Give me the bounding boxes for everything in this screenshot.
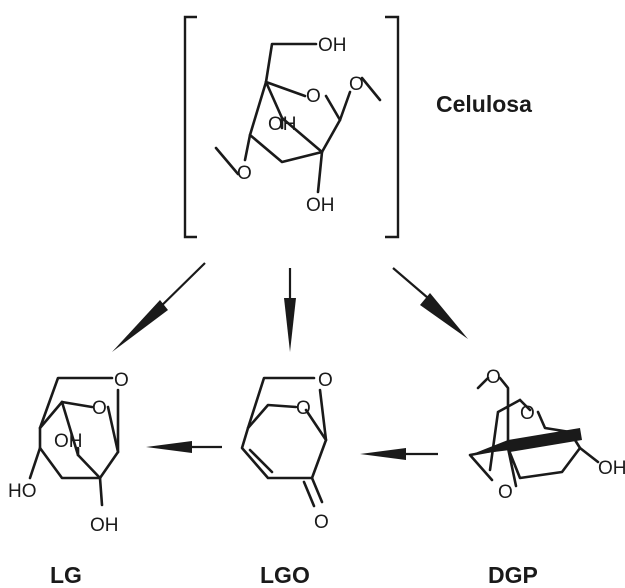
lg-oh3-bond [98, 476, 104, 507]
cellulose-oh-bottom: OH [306, 195, 335, 216]
dgp-wedge-2 [508, 428, 582, 452]
cellulose-ring [248, 80, 342, 164]
lg-ring-bonds [38, 400, 120, 480]
lg-label: LG [50, 562, 82, 588]
cellulose-oh-mid: OH [268, 114, 297, 135]
lgo-ring-bonds [240, 403, 328, 480]
lg-oh-1: OH [54, 431, 83, 452]
dgp-label: DGP [488, 562, 538, 588]
lgo-bridge-o: O [318, 370, 333, 391]
dgp-back-bonds [488, 398, 522, 472]
dgp-oh: OH [598, 458, 625, 479]
arrows-from-cellulose [112, 262, 468, 352]
arrow-to-lgo-head [284, 298, 296, 352]
lg-oh-3: OH [90, 515, 119, 536]
arrow-lgo-to-lg-head [146, 441, 192, 453]
cellulose-o-left-bond [214, 133, 252, 176]
lgo-carbonyl-bond [302, 476, 324, 508]
lg-ring-o: O [92, 398, 107, 419]
arrow-to-dgp-head [420, 293, 468, 339]
lgo-structure: O O O LGO [240, 370, 333, 588]
arrow-dgp-to-lgo [360, 448, 438, 460]
lgo-label: LGO [260, 562, 310, 588]
cellulose-structure: OH O O OH O OH Celulosa [183, 15, 532, 239]
lg-bridge-bonds [38, 376, 120, 454]
arrow-dgp-to-lgo-head [360, 448, 406, 460]
dgp-o-top: O [486, 367, 501, 388]
right-bracket [385, 15, 400, 239]
lgo-ring-o: O [296, 398, 311, 419]
dgp-cage-bonds [468, 376, 582, 488]
lg-oh-2: HO [8, 481, 37, 502]
lg-structure: O O OH HO OH LG [8, 370, 129, 588]
cellulose-glycosidic-bond [338, 76, 382, 122]
cellulose-ring-o: O [306, 86, 321, 107]
dgp-wedge-1 [470, 440, 510, 455]
cellulose-label: Celulosa [436, 91, 532, 117]
lgo-keto-o: O [314, 512, 329, 533]
lgo-double-bond [248, 448, 274, 474]
dgp-structure: O O O OH DGP [468, 367, 625, 588]
cellulose-oh-bottom-bond [316, 150, 324, 194]
arrow-lgo-to-lg [146, 441, 222, 453]
cellulose-oh-top: OH [318, 35, 347, 56]
cellulose-ch2oh-bond [264, 42, 318, 84]
lg-bridge-o: O [114, 370, 129, 391]
lg-oh2-bond [28, 446, 42, 480]
lgo-bridge-bonds [246, 376, 328, 442]
arrow-to-dgp-line [392, 267, 429, 299]
cellulose-glycosidic-o: O [349, 74, 364, 95]
left-bracket [183, 15, 197, 239]
dgp-o-mid: O [520, 403, 535, 424]
dgp-oh-bond [578, 446, 600, 464]
dgp-o-bottom: O [498, 482, 513, 503]
cellulose-o-left: O [237, 163, 252, 184]
arrow-to-lg-head [112, 300, 168, 352]
